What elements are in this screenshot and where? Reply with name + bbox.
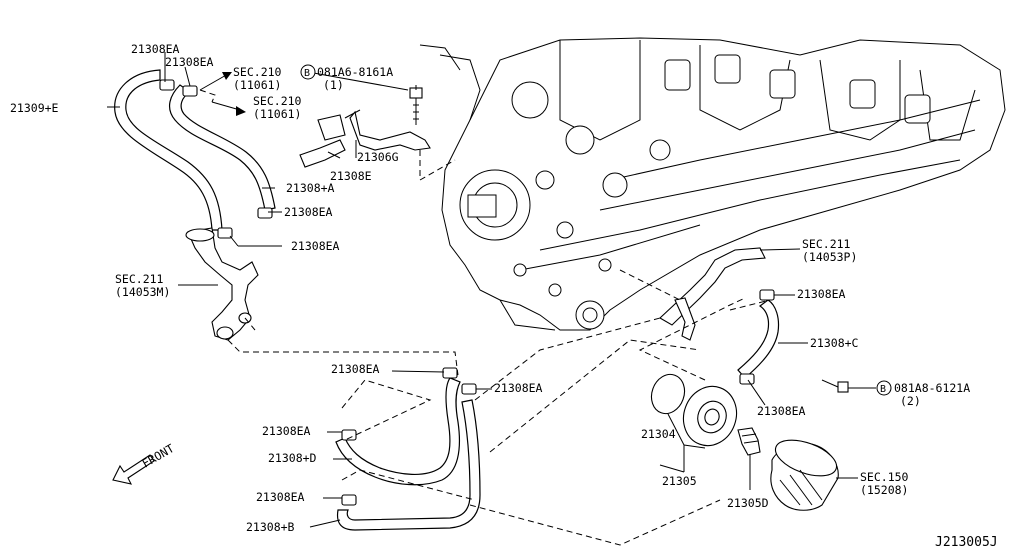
hose-21308b	[336, 399, 481, 531]
circle-b-top: B	[304, 68, 310, 79]
hose-21309e	[114, 69, 223, 231]
label-sec211-left-ref: (14053M)	[115, 285, 170, 299]
hose-21308a	[168, 84, 276, 211]
label-bolt-top-qty: (1)	[323, 78, 344, 92]
pipe-sec211-left	[185, 227, 259, 341]
label-sec211-right: SEC.211	[802, 237, 851, 251]
label-sec150: SEC.150	[860, 470, 909, 484]
label-sec210-b: SEC.210	[253, 94, 302, 108]
label-sec210-b-ref: (11061)	[253, 107, 301, 121]
label-21306g: 21306G	[357, 150, 399, 164]
bracket-21308e	[299, 109, 361, 168]
pipe-sec211-right	[659, 247, 766, 341]
label-21308ea-low3: 21308EA	[262, 424, 311, 438]
bracket-21306g	[349, 110, 431, 151]
label-21308ea-low5: 21308EA	[757, 404, 806, 418]
label-bolt-top: 081A6-8161A	[317, 65, 393, 79]
labels: 21308EA 21308EA SEC.210 (11061) SEC.210 …	[10, 42, 998, 550]
label-21308a: 21308+A	[286, 181, 335, 195]
dashed-lines	[199, 89, 771, 546]
circle-b-right: B	[880, 384, 886, 395]
front-arrow-icon	[112, 454, 155, 485]
label-bolt-right: 081A8-6121A	[894, 381, 970, 395]
label-21308c: 21308+C	[810, 336, 859, 350]
label-sec211-left: SEC.211	[115, 272, 164, 286]
connector-21305d	[737, 427, 761, 456]
label-21308e: 21308E	[330, 169, 372, 183]
label-21308b: 21308+B	[246, 520, 295, 534]
label-21304: 21304	[641, 427, 676, 441]
label-sec210-a-ref: (11061)	[233, 78, 281, 92]
label-21308ea-low1: 21308EA	[331, 362, 380, 376]
clip-21308ea-right	[739, 289, 775, 385]
label-21308ea-mid2: 21308EA	[291, 239, 340, 253]
label-sec210-a: SEC.210	[233, 65, 282, 79]
label-front: FRONT	[140, 441, 177, 470]
circle-b-right-icon	[876, 380, 892, 396]
label-21305: 21305	[662, 474, 697, 488]
oil-filter-sec150	[770, 439, 839, 511]
label-21308ea-low2: 21308EA	[494, 381, 543, 395]
label-21308ea-right: 21308EA	[797, 287, 846, 301]
diagram-code: J213005J	[935, 535, 998, 550]
clip-21308ea-top	[159, 79, 273, 239]
hose-21308c	[737, 299, 780, 379]
label-21308d: 21308+D	[268, 451, 317, 465]
arrow-sec210	[199, 72, 246, 116]
circle-b-top-icon	[300, 64, 316, 80]
bolt-right	[821, 379, 849, 393]
label-sec150-ref: (15208)	[860, 483, 908, 497]
label-21305d: 21305D	[727, 496, 769, 510]
bolt-top	[409, 87, 423, 125]
oil-cooler-21305	[682, 385, 738, 447]
label-21308ea-mid1: 21308EA	[284, 205, 333, 219]
label-21308ea-top1: 21308EA	[131, 42, 180, 56]
oring-21304	[650, 373, 686, 415]
label-21308ea-top2: 21308EA	[165, 55, 214, 69]
label-sec211-right-ref: (14053P)	[802, 250, 857, 264]
label-bolt-right-qty: (2)	[900, 394, 921, 408]
clip-21308ea-bottom	[341, 367, 477, 506]
engine-block	[419, 37, 1006, 331]
label-21308ea-low4: 21308EA	[256, 490, 305, 504]
hose-21308d	[335, 377, 461, 486]
leader-lines	[107, 52, 876, 528]
label-21309e: 21309+E	[10, 101, 59, 115]
